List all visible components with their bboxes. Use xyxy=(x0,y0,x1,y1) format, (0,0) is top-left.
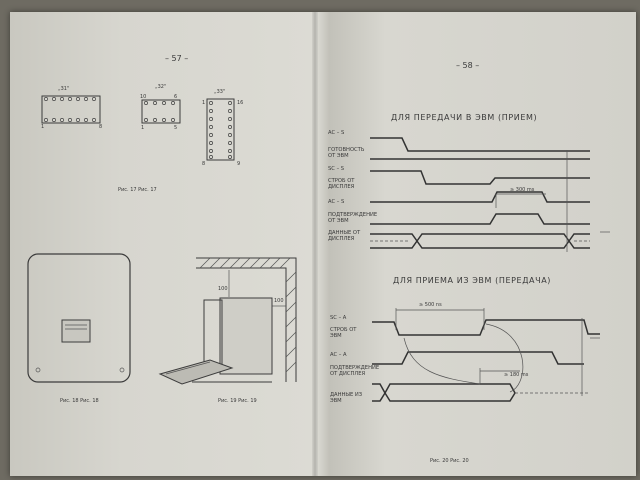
d2-signal-1: SC – A xyxy=(330,315,347,321)
book-fold xyxy=(312,12,318,476)
d1-signal-7: ДАННЫЕ ОТ ДИСПЛЕЯ xyxy=(328,230,361,242)
d1-signal-4: СТРОБ ОТ ДИСПЛЕЯ xyxy=(328,178,355,190)
connector-32-label: „32" xyxy=(155,84,167,90)
connector-32-drawing xyxy=(141,99,181,124)
connector-33-drawing xyxy=(206,98,235,161)
diagram2-title: ДЛЯ ПРИЕМА ИЗ ЭВМ (ПЕРЕДАЧА) xyxy=(393,276,552,285)
connector-31-drawing xyxy=(41,95,101,124)
drawings xyxy=(27,95,610,402)
fig18-caption: Рис. 18 Рис. 18 xyxy=(60,398,99,404)
d1-signal-6: ПОДТВЕРЖДЕНИЕ ОТ ЭВМ xyxy=(328,212,378,224)
d1-signal-3: SC – S xyxy=(328,166,345,172)
connector-32-pin-tr: 6 xyxy=(174,94,178,100)
connector-33-pin-br: 9 xyxy=(237,161,241,167)
connector-32-pin-tl: 10 xyxy=(140,94,147,100)
book-spread: – 57 – „31" „32" „33" 1 8 10 6 1 5 1 16 … xyxy=(10,12,636,476)
connector-32-pin-bl: 1 xyxy=(141,125,145,131)
d1-signal-2: ГОТОВНОСТЬ ОТ ЭВМ xyxy=(328,147,365,159)
connector-33-pin-tr: 16 xyxy=(237,100,244,106)
d2-timing-note-1: ≥ 500 ns xyxy=(419,302,442,308)
connector-31-pin-right: 8 xyxy=(99,124,103,130)
diagram1-title: ДЛЯ ПЕРЕДАЧИ В ЭВМ (ПРИЕМ) xyxy=(391,113,538,122)
d1-signal-1: AC – S xyxy=(328,130,345,136)
timing-diagram-2 xyxy=(372,308,600,402)
fig17-caption: Рис. 17 Рис. 17 xyxy=(118,187,157,193)
connector-33-pin-tl: 1 xyxy=(202,100,206,106)
connector-32-pin-br: 5 xyxy=(174,125,178,131)
connector-33-label: „33" xyxy=(214,89,226,95)
connector-31-label: „31" xyxy=(58,86,70,92)
d2-timing-note-2: ≥ 180 ms xyxy=(504,372,529,378)
d2-signal-2: СТРОБ ОТ ЭВМ xyxy=(330,327,357,339)
d2-signal-5: ДАННЫЕ ИЗ ЭВМ xyxy=(330,392,363,404)
d1-signal-5: AC – S xyxy=(328,199,345,205)
device-front-drawing xyxy=(27,253,131,383)
side-view-drawing xyxy=(158,257,297,385)
d2-signal-3: AC – A xyxy=(330,352,347,358)
fig19-caption: Рис. 19 Рис. 19 xyxy=(218,398,257,404)
dimension-b: 100 xyxy=(274,298,284,304)
connector-33-pin-bl: 8 xyxy=(202,161,206,167)
right-page-number: – 58 – xyxy=(456,61,480,70)
dimension-a: 100 xyxy=(218,286,228,292)
d2-signal-4: ПОДТВЕРЖДЕНИЕ ОТ ДИСПЛЕЯ xyxy=(330,365,380,377)
connector-31-pin-left: 1 xyxy=(41,124,45,130)
d1-timing-note: ≥ 300 ms xyxy=(510,187,535,193)
timing-diagram-1 xyxy=(370,137,610,252)
left-page-number: – 57 – xyxy=(165,54,189,63)
fig20-caption: Рис. 20 Рис. 20 xyxy=(430,458,469,464)
